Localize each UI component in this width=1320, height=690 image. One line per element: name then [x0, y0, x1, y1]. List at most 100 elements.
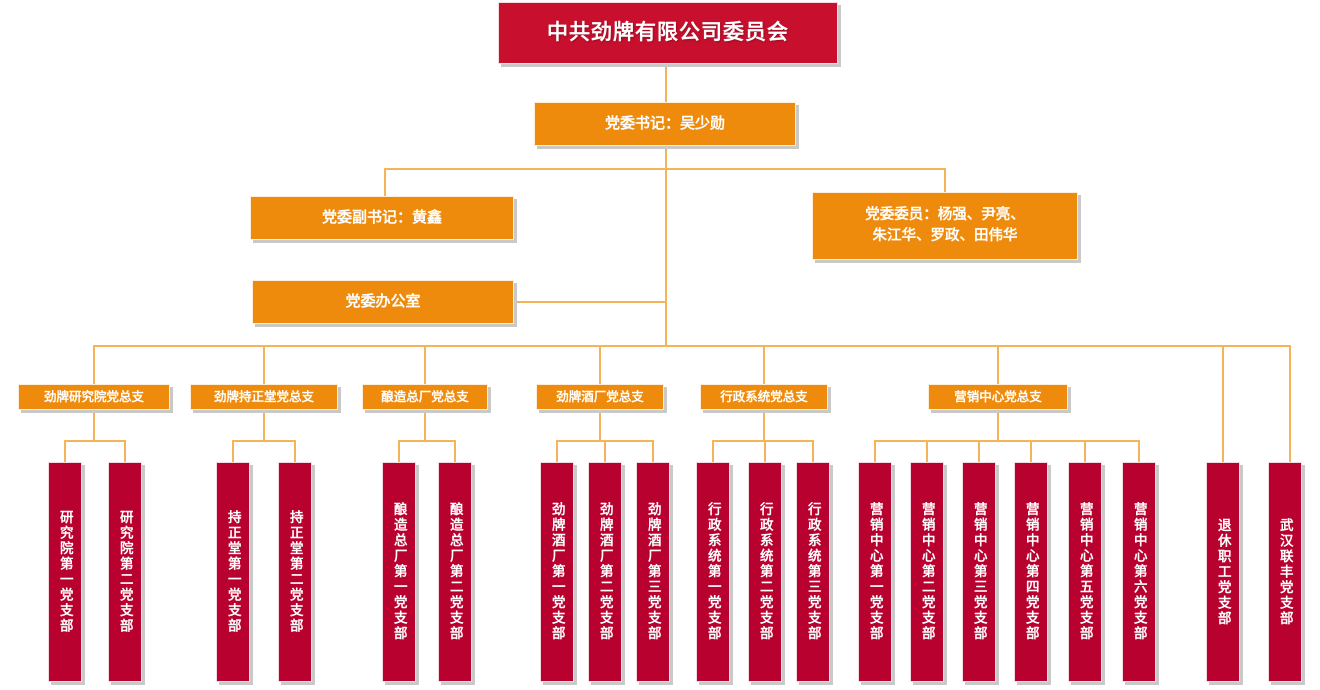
- party-branch-box[interactable]: 劲牌酒厂第三党支部: [636, 462, 670, 682]
- connector-gz4-drop: [599, 410, 601, 440]
- connector-gz1-child-2: [124, 440, 126, 462]
- general-branch-brewing-plant[interactable]: 酿造总厂党总支: [362, 384, 488, 410]
- connector-gz4-child-1: [556, 440, 558, 462]
- connector-gz3-child-1: [398, 440, 400, 462]
- party-branch-box[interactable]: 营销中心第一党支部: [858, 462, 892, 682]
- connector-gz6-bar: [874, 440, 1138, 442]
- org-root-committee[interactable]: 中共劲牌有限公司委员会: [498, 2, 838, 64]
- connector-to-vice-secretary: [384, 168, 386, 196]
- connector-gz1-child-1: [64, 440, 66, 462]
- party-branch-box[interactable]: 营销中心第二党支部: [910, 462, 944, 682]
- party-branch-label: 劲牌酒厂第一党支部: [549, 502, 565, 642]
- connector-bus-to-gz-4: [599, 345, 601, 384]
- party-branch-box[interactable]: 行政系统第二党支部: [748, 462, 782, 682]
- party-branch-box[interactable]: 研究院第二党支部: [108, 462, 142, 682]
- party-branch-box[interactable]: 持正堂第二党支部: [278, 462, 312, 682]
- connector-gz5-child-2: [764, 440, 766, 462]
- connector-gz2-child-2: [294, 440, 296, 462]
- party-branch-label: 持正堂第二党支部: [287, 510, 303, 634]
- connector-gz6-child-2: [926, 440, 928, 462]
- party-branch-box[interactable]: 酿造总厂第二党支部: [438, 462, 472, 682]
- connector-to-members: [944, 168, 946, 192]
- party-office-label: 党委办公室: [345, 293, 421, 311]
- party-branch-retirees[interactable]: 退休职工党支部: [1206, 462, 1240, 682]
- general-branch-label: 劲牌持正堂党总支: [213, 389, 314, 404]
- connector-bus-to-gz-3: [424, 345, 426, 384]
- connector-gz6-child-1: [874, 440, 876, 462]
- connector-gz4-child-3: [652, 440, 654, 462]
- connector-bus-to-gz-5: [763, 345, 765, 384]
- party-branch-label: 营销中心第三党支部: [971, 502, 987, 642]
- party-secretary-box[interactable]: 党委书记：吴少勋: [534, 102, 796, 146]
- party-branch-label: 持正堂第一党支部: [225, 510, 241, 634]
- connector-bus-to-gz-2: [263, 345, 265, 384]
- party-branch-label: 营销中心第六党支部: [1131, 502, 1147, 642]
- party-branch-label: 劲牌酒厂第二党支部: [597, 502, 613, 642]
- party-branch-box[interactable]: 持正堂第一党支部: [216, 462, 250, 682]
- committee-members-line1: 党委委员：杨强、尹亮、: [865, 206, 1025, 223]
- party-secretary-label: 党委书记：吴少勋: [604, 115, 725, 133]
- party-branch-label: 研究院第二党支部: [117, 510, 133, 634]
- vice-secretary-box[interactable]: 党委副书记：黄鑫: [250, 196, 514, 240]
- party-branch-label: 行政系统第三党支部: [805, 502, 821, 642]
- connector-gz6-child-3: [978, 440, 980, 462]
- connector-gz3-drop: [424, 410, 426, 440]
- party-branch-label: 酿造总厂第一党支部: [391, 502, 407, 642]
- connector-gz3-child-2: [454, 440, 456, 462]
- party-branch-box[interactable]: 酿造总厂第一党支部: [382, 462, 416, 682]
- general-branch-research-institute[interactable]: 劲牌研究院党总支: [18, 384, 170, 410]
- general-branch-label: 劲牌酒厂党总支: [556, 389, 644, 404]
- party-branch-label: 营销中心第一党支部: [867, 502, 883, 642]
- connector-bus-to-wuhan-branch: [1289, 345, 1291, 462]
- general-branch-label: 行政系统党总支: [720, 389, 808, 404]
- party-branch-label: 研究院第一党支部: [57, 510, 73, 634]
- connector-secretary-spine: [665, 146, 667, 346]
- connector-root-to-secretary: [665, 64, 667, 102]
- org-root-label: 中共劲牌有限公司委员会: [547, 20, 789, 44]
- party-branch-box[interactable]: 营销中心第五党支部: [1068, 462, 1102, 682]
- vice-secretary-label: 党委副书记：黄鑫: [321, 209, 442, 227]
- connector-main-bus: [93, 345, 1290, 347]
- party-branch-box[interactable]: 营销中心第三党支部: [962, 462, 996, 682]
- party-branch-box[interactable]: 研究院第一党支部: [48, 462, 82, 682]
- party-branch-box[interactable]: 行政系统第一党支部: [696, 462, 730, 682]
- party-office-box[interactable]: 党委办公室: [252, 280, 514, 324]
- party-branch-box[interactable]: 营销中心第六党支部: [1122, 462, 1156, 682]
- party-branch-box[interactable]: 营销中心第四党支部: [1014, 462, 1048, 682]
- general-branch-chizhengtang[interactable]: 劲牌持正堂党总支: [190, 384, 338, 410]
- connector-gz5-child-3: [812, 440, 814, 462]
- party-branch-label: 酿造总厂第二党支部: [447, 502, 463, 642]
- committee-members-line2: 朱江华、罗政、田伟华: [872, 228, 1018, 244]
- party-branch-label: 武汉联丰党支部: [1277, 517, 1293, 627]
- general-branch-marketing-center[interactable]: 营销中心党总支: [928, 384, 1068, 410]
- connector-bus-to-gz-6: [997, 345, 999, 384]
- connector-bus-to-gz-1: [93, 345, 95, 384]
- general-branch-administration[interactable]: 行政系统党总支: [700, 384, 828, 410]
- general-branch-label: 劲牌研究院党总支: [43, 389, 144, 404]
- connector-gz1-bar: [64, 440, 124, 442]
- party-branch-wuhan-lianfeng[interactable]: 武汉联丰党支部: [1268, 462, 1302, 682]
- connector-gz6-child-4: [1030, 440, 1032, 462]
- general-branch-liquor-factory[interactable]: 劲牌酒厂党总支: [536, 384, 664, 410]
- party-branch-box[interactable]: 行政系统第三党支部: [796, 462, 830, 682]
- party-branch-box[interactable]: 劲牌酒厂第一党支部: [540, 462, 574, 682]
- connector-gz6-drop: [997, 410, 999, 440]
- connector-gz1-drop: [93, 410, 95, 440]
- connector-gz2-drop: [263, 410, 265, 440]
- connector-gz3-bar: [398, 440, 454, 442]
- party-branch-label: 营销中心第四党支部: [1023, 502, 1039, 642]
- party-branch-box[interactable]: 劲牌酒厂第二党支部: [588, 462, 622, 682]
- connector-gz5-bar: [712, 440, 812, 442]
- connector-level2-bar: [384, 168, 946, 170]
- party-branch-label: 营销中心第二党支部: [919, 502, 935, 642]
- connector-gz2-child-1: [232, 440, 234, 462]
- party-branch-label: 营销中心第五党支部: [1077, 502, 1093, 642]
- connector-gz2-bar: [232, 440, 294, 442]
- connector-office-to-spine: [514, 301, 666, 303]
- party-branch-label: 劲牌酒厂第三党支部: [645, 502, 661, 642]
- committee-members-box[interactable]: 党委委员：杨强、尹亮、 朱江华、罗政、田伟华: [812, 192, 1078, 260]
- connector-gz4-child-2: [604, 440, 606, 462]
- party-branch-label: 退休职工党支部: [1215, 517, 1231, 627]
- connector-gz5-child-1: [712, 440, 714, 462]
